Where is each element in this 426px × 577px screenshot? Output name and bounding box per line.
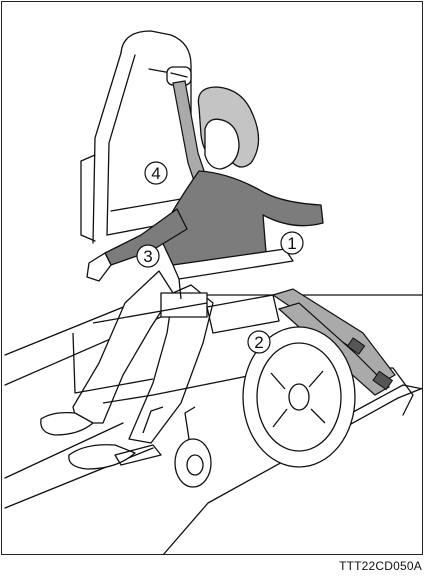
svg-text:1: 1 bbox=[287, 234, 296, 253]
svg-text:3: 3 bbox=[143, 247, 152, 266]
wheelchair-illustration: 1 2 3 4 bbox=[3, 3, 423, 555]
callout-2: 2 bbox=[248, 331, 270, 353]
callout-4: 4 bbox=[145, 162, 167, 184]
svg-text:4: 4 bbox=[151, 164, 160, 183]
figure-code: TTT22CD050A bbox=[339, 559, 422, 573]
callout-3: 3 bbox=[137, 245, 159, 267]
svg-text:2: 2 bbox=[254, 333, 263, 352]
callout-1: 1 bbox=[281, 232, 303, 254]
illustration-frame: 1 2 3 4 bbox=[1, 1, 423, 555]
